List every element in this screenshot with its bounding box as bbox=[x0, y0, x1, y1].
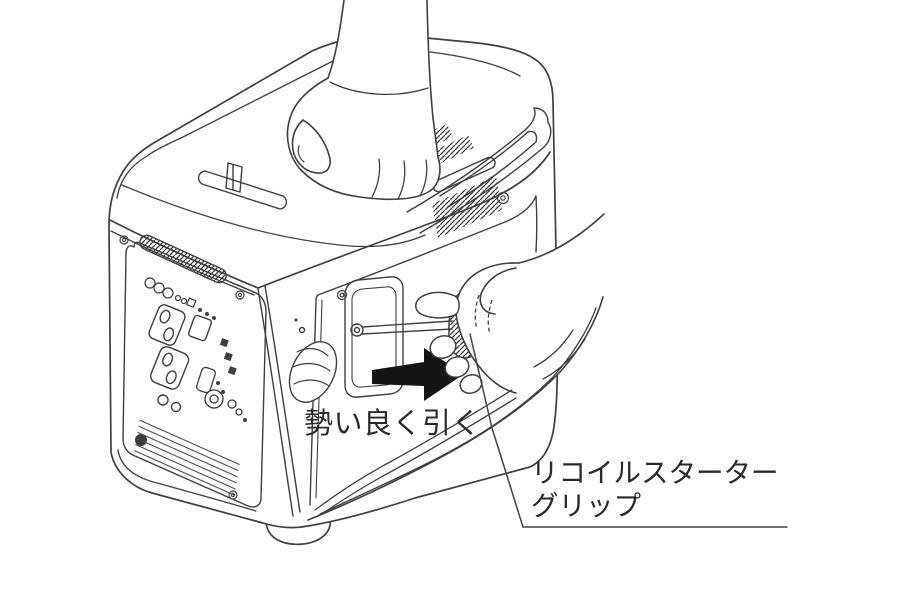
side-panel bbox=[288, 156, 538, 506]
pull-direction-arrow-icon bbox=[372, 348, 464, 401]
panel-grip-slot bbox=[139, 234, 227, 284]
blank-plate bbox=[187, 314, 213, 342]
label-leader-line bbox=[469, 333, 788, 528]
side-screws bbox=[336, 191, 510, 301]
curled-fingers bbox=[429, 334, 483, 395]
rope-outlet-grommet bbox=[350, 323, 364, 337]
fuel-cap bbox=[197, 162, 288, 210]
hand-on-handle bbox=[286, 0, 441, 201]
starter-rope bbox=[361, 320, 453, 335]
indicator-lights bbox=[144, 277, 216, 320]
switch-buttons bbox=[219, 338, 237, 376]
pull-instruction-text: 勢い良く引く bbox=[304, 406, 481, 440]
engine-switch bbox=[196, 366, 247, 422]
ac-outlet-lower bbox=[150, 346, 190, 390]
vent-grille bbox=[134, 418, 240, 497]
side-vent-grille bbox=[432, 176, 502, 238]
fuel-knob bbox=[288, 318, 338, 403]
control-panel bbox=[119, 234, 267, 508]
index-finger bbox=[415, 291, 460, 319]
ac-outlet-upper bbox=[148, 304, 186, 346]
recoil-grip-label-line2: グリップ bbox=[531, 490, 641, 522]
recoil-grip-label-line1: リコイルスターター bbox=[531, 457, 779, 489]
hand-pulling-grip bbox=[307, 213, 605, 521]
